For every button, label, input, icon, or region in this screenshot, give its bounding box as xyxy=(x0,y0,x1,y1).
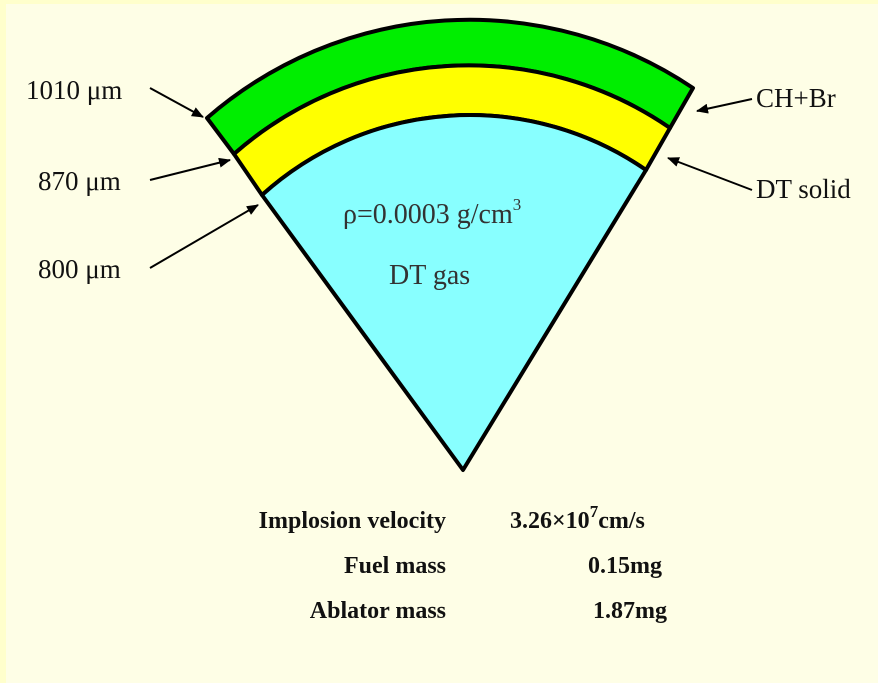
dt-gas-region xyxy=(260,113,648,472)
middle-radius-label: 870 μm xyxy=(38,166,121,196)
gas-name-label: DT gas xyxy=(389,260,470,291)
fuel-mass-value: 0.15mg xyxy=(588,553,662,579)
implosion-velocity-value: 3.26×107cm/s xyxy=(510,502,645,534)
middle-radius-arrow xyxy=(149,157,231,181)
outer-radius-label: 1010 μm xyxy=(26,75,122,105)
ablator-mass-label: Ablator mass xyxy=(310,598,446,624)
gas-density-label: ρ=0.0003 g/cm3 xyxy=(343,195,521,230)
fuel-mass-label: Fuel mass xyxy=(344,553,446,579)
solid-fuel-label: DT solid xyxy=(756,174,851,204)
inner-radius-label: 800 μm xyxy=(38,254,121,284)
ablator-arrow xyxy=(696,98,753,114)
solid-arrow xyxy=(667,157,753,191)
ablator-material-label: CH+Br xyxy=(756,83,836,113)
implosion-velocity-label: Implosion velocity xyxy=(259,508,446,534)
ablator-mass-value: 1.87mg xyxy=(593,598,667,624)
outer-radius-arrow xyxy=(149,87,204,118)
inner-radius-arrow xyxy=(149,204,259,269)
